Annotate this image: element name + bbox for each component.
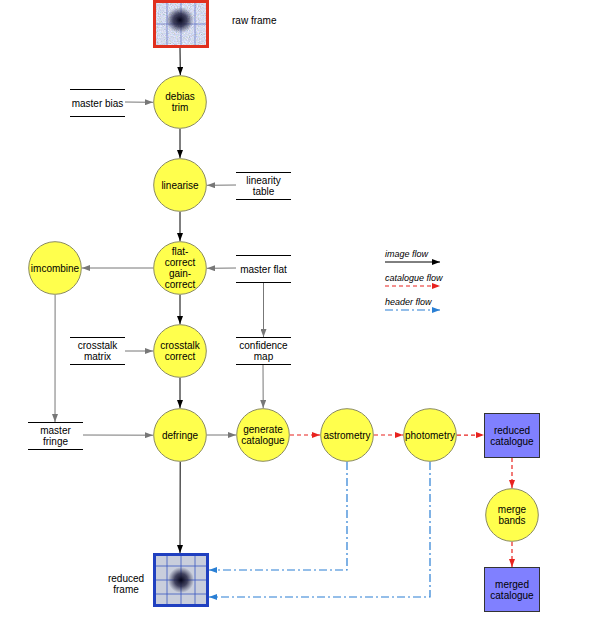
- data-store: crosstalk matrix: [70, 337, 125, 365]
- reduced-frame-image: [153, 553, 209, 607]
- legend-line: [385, 262, 440, 263]
- circle-shape: [404, 409, 457, 462]
- node-label: master bias: [72, 98, 124, 109]
- flow-arrow: [209, 462, 347, 570]
- catalogue-box: merged catalogue: [484, 567, 540, 612]
- flow-arrow: [180, 295, 181, 324]
- process-circle: debias trim: [153, 75, 207, 129]
- legend-text: header flow: [385, 297, 432, 307]
- legend-text: catalogue flow: [385, 273, 443, 283]
- flow-arrow: [83, 435, 153, 436]
- node-label: debias trim: [157, 91, 203, 113]
- node-label: reduced catalogue: [485, 425, 539, 447]
- flow-arrow: [374, 434, 403, 435]
- node-label: merged catalogue: [485, 579, 539, 601]
- node-label: merge bands: [489, 504, 535, 526]
- node-label: astrometry: [323, 430, 370, 441]
- flow-arrow: [180, 129, 181, 158]
- flow-arrow: [180, 378, 181, 408]
- flow-arrow: [125, 351, 153, 352]
- process-circle: flat-correct gain-correct: [153, 241, 207, 295]
- frame-label: reduced frame: [104, 573, 148, 595]
- node-label: flat-correct gain-correct: [157, 246, 203, 290]
- node-label: linearity table: [236, 175, 291, 197]
- data-store: confidence map: [236, 337, 291, 365]
- flow-arrow: [180, 212, 181, 241]
- process-circle: astrometry: [320, 408, 374, 462]
- data-store: master bias: [70, 89, 125, 117]
- circle-shape: [486, 489, 539, 542]
- process-circle: linearise: [153, 158, 207, 212]
- circle-shape: [154, 242, 207, 295]
- flow-arrow: [207, 268, 236, 269]
- flow-arrow: [180, 462, 181, 553]
- data-store: linearity table: [236, 172, 291, 200]
- node-label: imcombine: [31, 263, 79, 274]
- noise-field: [153, 0, 209, 48]
- clean-field: [153, 553, 209, 607]
- frame-label: raw frame: [232, 15, 276, 26]
- circle-shape: [154, 76, 207, 129]
- node-label: crosstalk matrix: [70, 340, 125, 362]
- node-label: generate catalogue: [240, 424, 286, 446]
- process-circle: generate catalogue: [236, 408, 290, 462]
- node-label: master fringe: [28, 425, 83, 447]
- node-label: confidence map: [236, 340, 291, 362]
- detector-grid: [153, 0, 209, 48]
- process-circle: crosstalk correct: [153, 324, 207, 378]
- data-store: master fringe: [28, 422, 83, 450]
- flow-arrow: [457, 434, 484, 435]
- flow-arrow: [82, 268, 153, 269]
- catalogue-box: reduced catalogue: [484, 413, 540, 458]
- flow-arrow: [207, 185, 236, 186]
- circle-shape: [154, 325, 207, 378]
- circle-shape: [154, 409, 207, 462]
- flow-arrow: [290, 434, 320, 435]
- node-label: crosstalk correct: [157, 340, 203, 362]
- flow-arrow: [125, 102, 153, 103]
- node-label: linearise: [161, 180, 198, 191]
- node-label: defringe: [162, 430, 198, 441]
- circle-shape: [154, 159, 207, 212]
- flow-arrow: [207, 435, 236, 436]
- flow-arrow: [55, 295, 56, 422]
- source-blob: [168, 567, 194, 593]
- process-circle: merge bands: [485, 488, 539, 542]
- process-circle: defringe: [153, 408, 207, 462]
- legend-line: [385, 309, 440, 310]
- source-blob: [166, 7, 194, 33]
- legend-text: image flow: [385, 249, 428, 259]
- process-circle: photometry: [403, 408, 457, 462]
- process-circle: imcombine: [28, 241, 82, 295]
- legend-line: [385, 285, 440, 286]
- flow-arrow: [209, 462, 430, 597]
- frame-image: reduced frame: [153, 553, 209, 607]
- flow-arrow: [180, 48, 181, 75]
- detector-grid: [153, 553, 209, 607]
- circle-shape: [321, 409, 374, 462]
- circle-shape: [237, 409, 290, 462]
- circle-shape: [29, 242, 82, 295]
- node-label: photometry: [405, 430, 455, 441]
- frame-image: raw frame: [153, 0, 209, 48]
- raw-frame-image: [153, 0, 209, 48]
- flow-arrow: [511, 458, 512, 488]
- node-label: master flat: [240, 264, 287, 275]
- flow-arrow: [511, 542, 512, 567]
- flow-arrow: [263, 365, 264, 408]
- data-store: master flat: [236, 255, 291, 283]
- flow-arrow: [263, 283, 264, 337]
